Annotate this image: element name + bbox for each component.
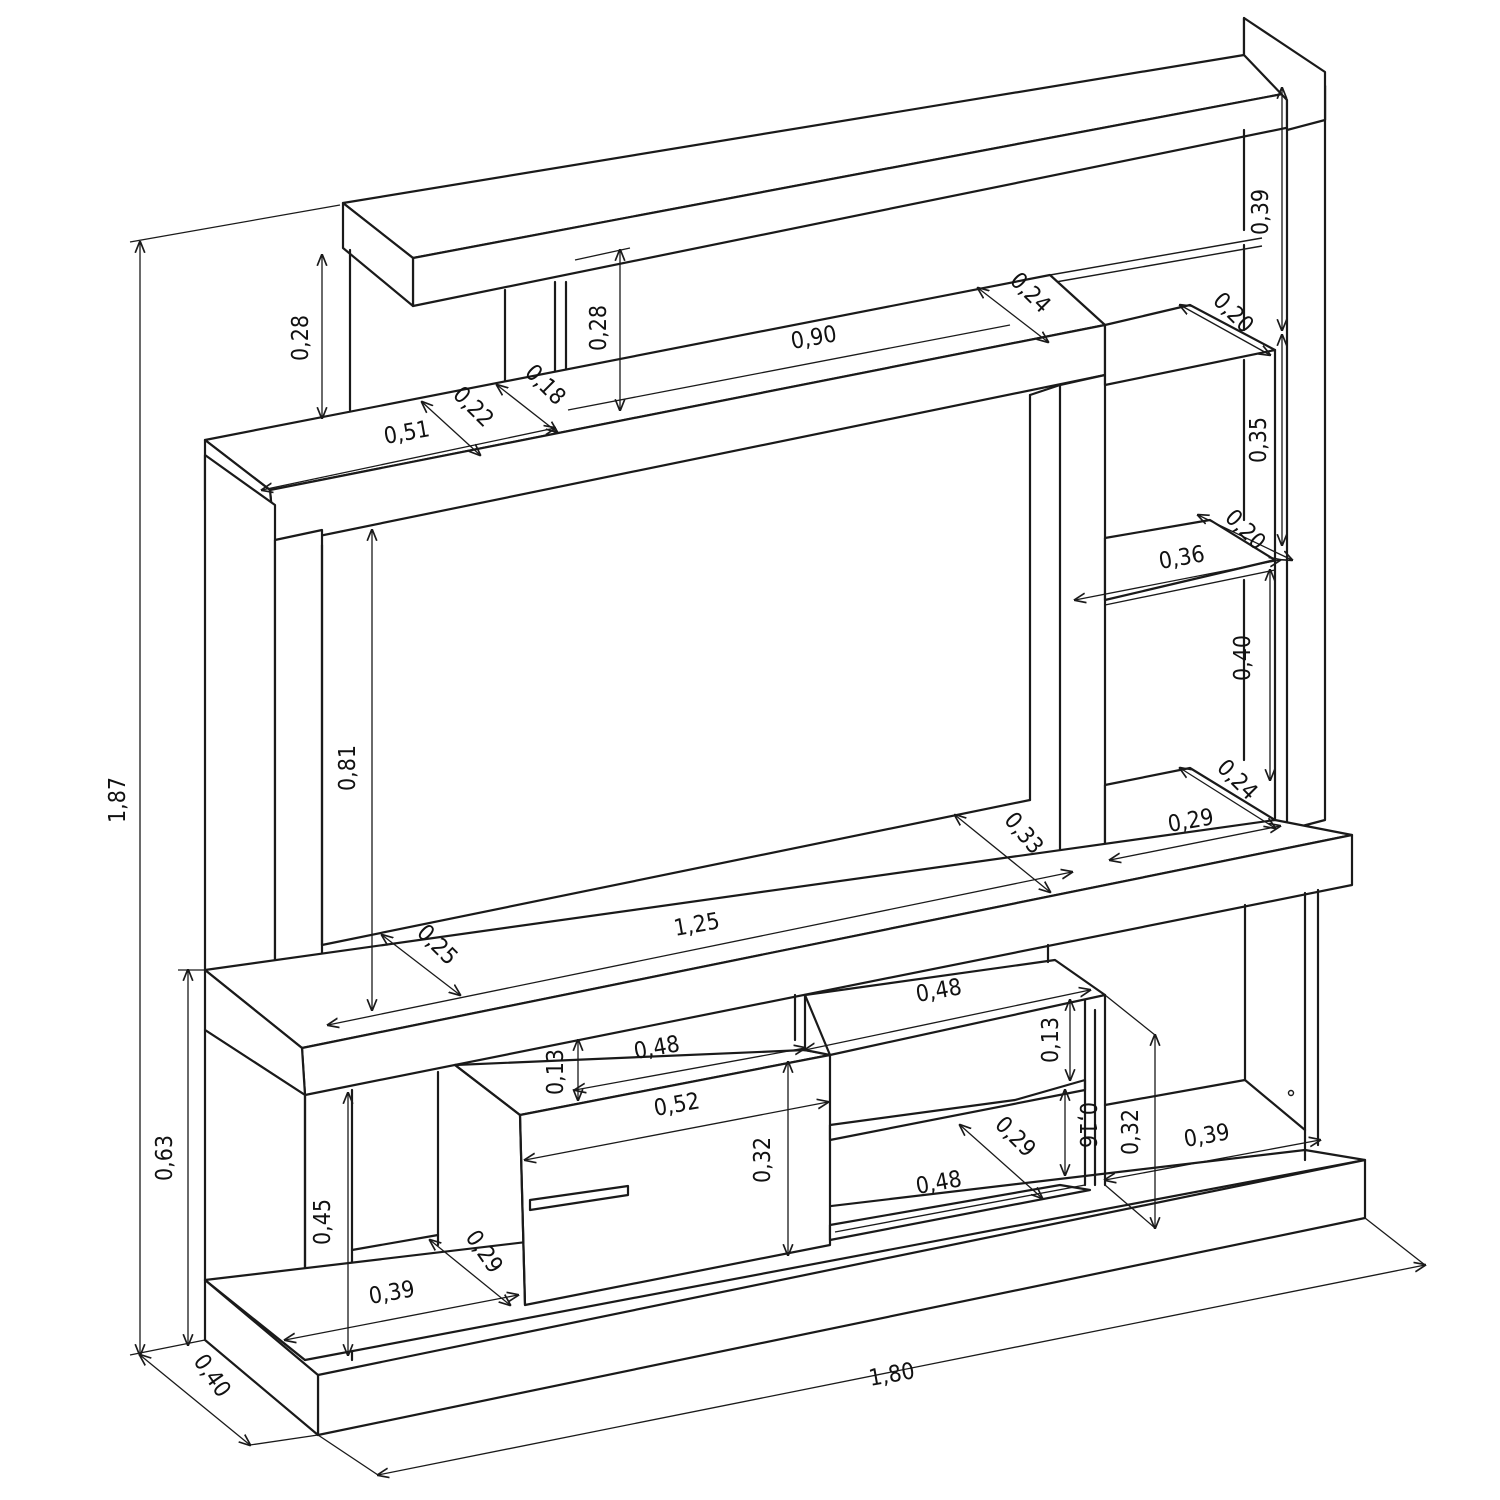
label-overall-width: 1,80 bbox=[867, 1358, 917, 1392]
drawer-handle bbox=[528, 1184, 630, 1212]
right-upright-front bbox=[1285, 84, 1327, 832]
label-overall-height: 1,87 bbox=[105, 777, 131, 823]
label-tv-niche-height: 0,81 bbox=[335, 745, 361, 791]
label-top-center-riser-height: 0,28 bbox=[586, 305, 612, 351]
label-right-shelf-top-height: 0,35 bbox=[1246, 417, 1272, 463]
label-center-shelf-low-height: 0,16 bbox=[1074, 1102, 1100, 1148]
label-right-column-top-height: 0,39 bbox=[1248, 189, 1274, 235]
left-tower-side bbox=[203, 453, 277, 1027]
furniture-outline bbox=[203, 16, 1367, 1437]
top-shelf-left-end bbox=[341, 201, 415, 308]
label-right-shelf-low-height: 0,40 bbox=[1230, 635, 1256, 681]
label-center-shelf-top-height: 0,13 bbox=[1038, 1017, 1064, 1063]
center-shelf-mid bbox=[828, 1078, 1087, 1142]
label-drawer-top-height: 0,13 bbox=[543, 1049, 569, 1095]
dimension-lines bbox=[129, 88, 1425, 1475]
label-base-height: 0,63 bbox=[152, 1135, 178, 1181]
label-top-left-riser-height: 0,28 bbox=[288, 315, 314, 361]
label-right-base-height: 0,32 bbox=[1118, 1109, 1144, 1155]
label-drawer-front-height: 0,32 bbox=[750, 1137, 776, 1183]
label-center-shelf-low-depth: 0,29 bbox=[989, 1112, 1040, 1163]
left-tower-front bbox=[273, 528, 324, 1027]
label-tv-niche-right-depth: 0,33 bbox=[999, 808, 1049, 860]
label-right-base-width: 0,39 bbox=[1182, 1119, 1232, 1153]
label-left-base-height: 0,45 bbox=[310, 1199, 336, 1245]
right-tower-front bbox=[1058, 373, 1107, 867]
top-shelf-top-face bbox=[341, 53, 1327, 260]
